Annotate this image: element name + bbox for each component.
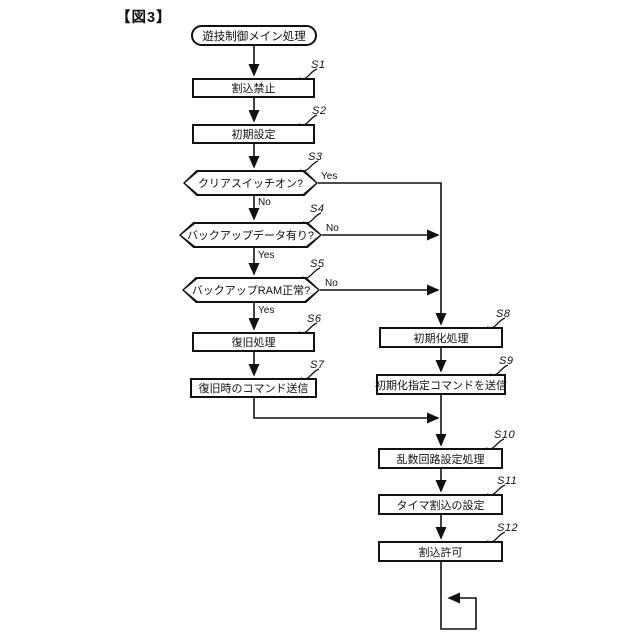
step-tag-s9: S9 (499, 355, 514, 367)
process-s9: 初期化指定コマンドを送信 (375, 374, 507, 395)
process-s7: 復旧時のコマンド送信 (190, 378, 317, 398)
decision-s3-label: クリアスイッチオン? (197, 178, 304, 190)
step-tag-s11: S11 (497, 475, 518, 487)
branch-label-no-s5: No (325, 278, 338, 289)
branch-label-no-s4: No (326, 223, 339, 234)
decision-s5-fill (184, 279, 318, 301)
process-s10: 乱数回路設定処理 (378, 448, 503, 469)
figure-label: 【図3】 (116, 10, 172, 26)
step-tag-s3: S3 (308, 151, 323, 163)
step-tag-s6: S6 (307, 313, 322, 325)
step-tag-s7: S7 (310, 359, 325, 371)
step-tag-s1: S1 (311, 59, 326, 71)
process-s8: 初期化処理 (379, 327, 503, 348)
decision-s4-fill (181, 224, 320, 246)
step-tag-s8: S8 (496, 308, 511, 320)
process-s2: 初期設定 (192, 124, 315, 144)
branch-label-yes-s4: Yes (258, 250, 275, 261)
edge-loop-back (440, 562, 477, 630)
step-tag-s12: S12 (497, 522, 519, 534)
start-node: 遊技制御メイン処理 (191, 25, 317, 46)
step-tag-s4: S4 (310, 203, 325, 215)
decision-s5-label: バックアップRAM正常? (191, 285, 311, 297)
branch-label-yes-s3: Yes (321, 171, 338, 182)
edge-s3-s8 (318, 182, 447, 326)
step-tag-s10: S10 (494, 429, 516, 441)
step-tag-s5: S5 (310, 258, 325, 270)
process-s12: 割込許可 (378, 541, 503, 562)
process-s11: タイマ割込の設定 (378, 494, 503, 515)
edge-s7-merge (253, 398, 440, 424)
process-s6: 復旧処理 (192, 332, 315, 352)
decision-s3-fill (185, 172, 316, 194)
branch-label-yes-s5: Yes (258, 305, 275, 316)
process-s1: 割込禁止 (192, 78, 315, 98)
decision-s4-label: バックアップデータ有り? (186, 230, 315, 242)
step-tag-s2: S2 (312, 105, 327, 117)
decision-s5: バックアップRAM正常? (182, 277, 320, 303)
decision-s4: バックアップデータ有り? (179, 222, 322, 248)
decision-s3: クリアスイッチオン? (183, 170, 318, 196)
branch-label-no-s3: No (258, 197, 271, 208)
